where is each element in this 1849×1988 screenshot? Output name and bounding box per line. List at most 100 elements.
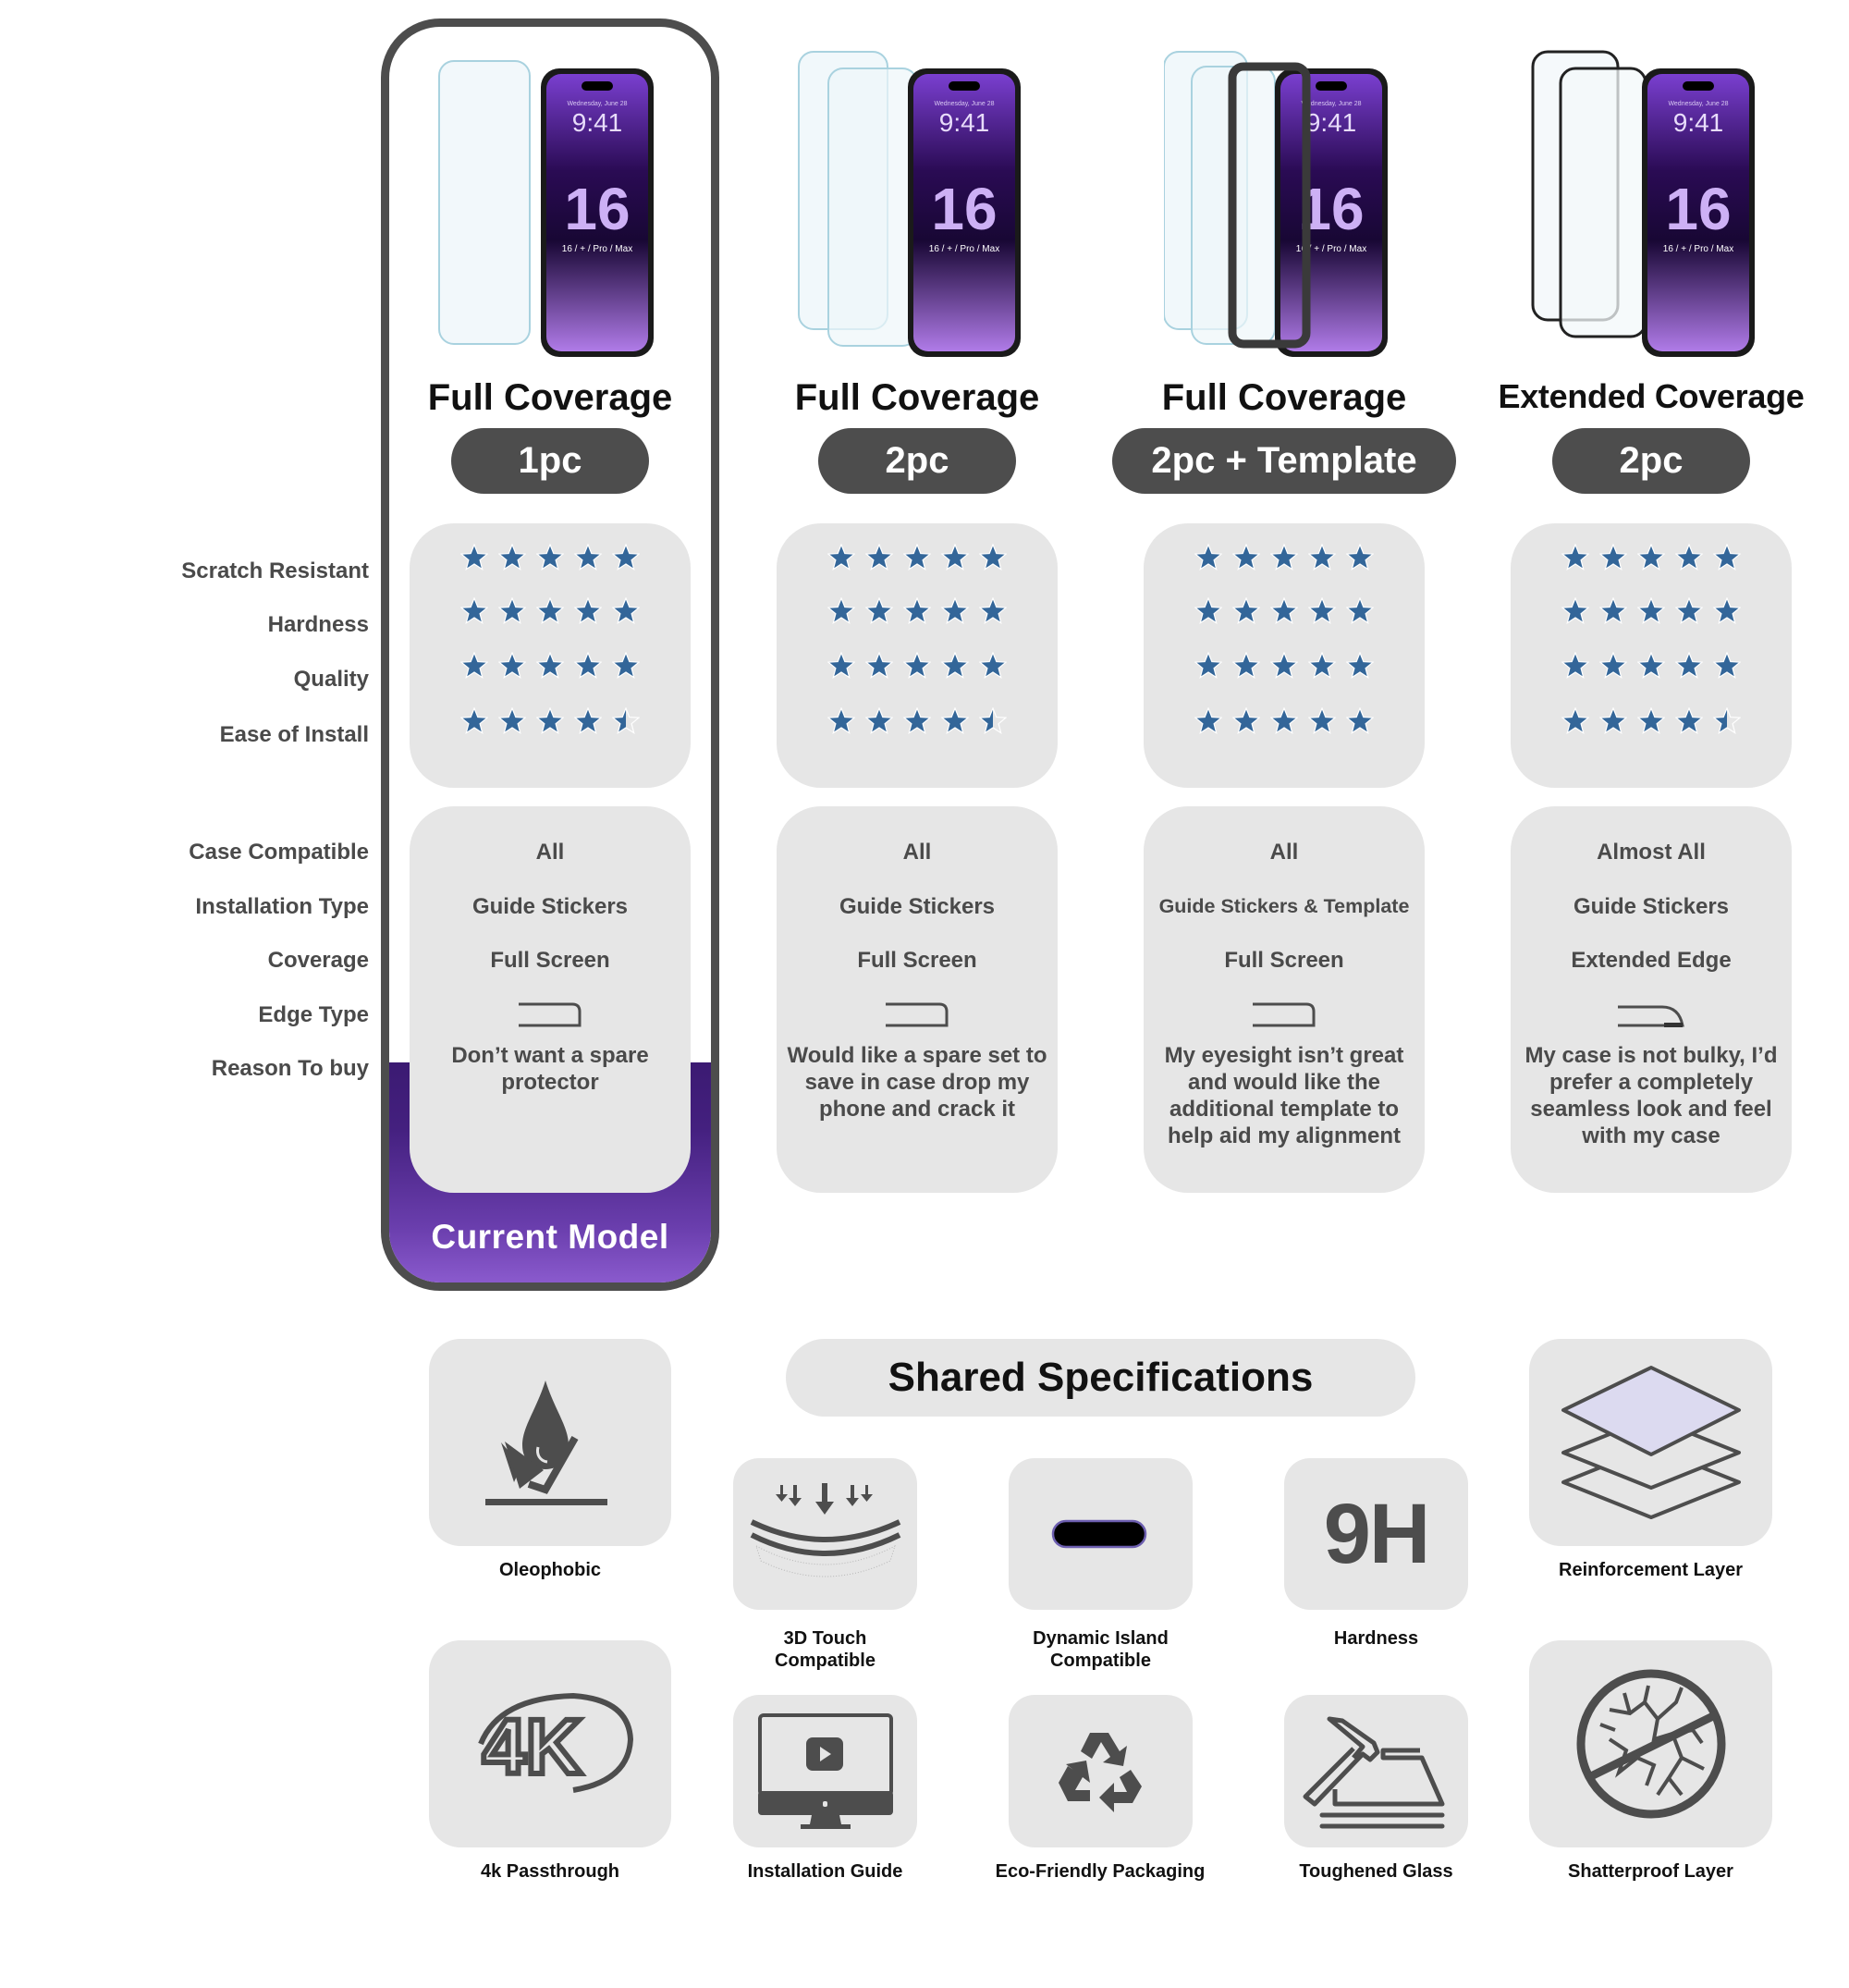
spec-toughened-glass [1284, 1695, 1468, 1847]
star-rating-ease-of-install [410, 707, 691, 735]
detail-reason-to-buy: My eyesight isn’t great and would like t… [1164, 1043, 1404, 1148]
star-filled-icon [574, 544, 602, 571]
flat-edge-icon [1253, 1002, 1316, 1027]
star-filled-icon [1308, 597, 1336, 624]
spec-label-shatterproof: Shatterproof Layer [1568, 1861, 1733, 1882]
star-filled-icon [536, 652, 564, 679]
detail-reason-to-buy: My case is not bulky, I’d prefer a compl… [1525, 1043, 1778, 1148]
detail-case-compatible: All [902, 840, 932, 865]
star-rating-scratch-resistant [410, 544, 691, 571]
detail-installation-type: Guide Stickers [839, 894, 996, 919]
star-filled-icon [460, 544, 488, 571]
flat-edge-icon [886, 1002, 949, 1027]
star-filled-icon [865, 597, 893, 624]
spec-hardness: 9H [1284, 1458, 1468, 1610]
product-image: Wednesday, June 28 9:41 16 16 / + / Pro … [798, 51, 1021, 357]
svg-text:16: 16 [931, 176, 997, 242]
star-filled-icon [1637, 652, 1665, 679]
star-filled-icon [865, 544, 893, 571]
star-filled-icon [941, 652, 969, 679]
label-reason-to-buy: Reason To buy [211, 1056, 369, 1081]
star-rating-hardness [1144, 597, 1425, 625]
star-filled-icon [612, 544, 640, 571]
star-filled-icon [1675, 544, 1703, 571]
no-cracks-icon [1576, 1669, 1725, 1819]
star-filled-icon [1232, 707, 1260, 734]
star-filled-icon [1713, 597, 1741, 624]
nine-h-icon: 9H [1323, 1486, 1431, 1581]
star-rating-quality [410, 652, 691, 680]
product-image: Wednesday, June 28 9:41 16 16 / + / Pro … [438, 60, 654, 357]
star-half-icon [612, 707, 640, 734]
star-filled-icon [536, 544, 564, 571]
star-rating-ease-of-install [1511, 707, 1792, 735]
detail-coverage: Full Screen [857, 948, 977, 973]
detail-reason-to-buy: Would like a spare set to save in case d… [787, 1043, 1047, 1122]
phone: Wednesday, June 28 9:41 16 16 / + / Pro … [908, 68, 1021, 357]
four-k-text: 4K [483, 1703, 582, 1790]
star-filled-icon [1675, 652, 1703, 679]
svg-text:16 / + / Pro / Max: 16 / + / Pro / Max [929, 244, 999, 254]
star-filled-icon [1346, 597, 1374, 624]
monitor-play-icon [757, 1712, 893, 1829]
label-hardness: Hardness [267, 612, 369, 637]
star-filled-icon [1599, 652, 1627, 679]
star-filled-icon [1561, 707, 1589, 734]
star-rating-quality [1511, 652, 1792, 680]
star-filled-icon [1599, 544, 1627, 571]
star-half-icon [1713, 707, 1741, 734]
product-title: Full Coverage [427, 377, 673, 418]
svg-text:Wednesday, June 28: Wednesday, June 28 [934, 101, 994, 107]
label-installation-type: Installation Type [195, 894, 369, 919]
shared-specs-title: Shared Specifications [786, 1339, 1415, 1417]
svg-text:9:41: 9:41 [1673, 108, 1724, 137]
svg-text:Wednesday, June 28: Wednesday, June 28 [1301, 101, 1361, 107]
spec-3d-touch [733, 1458, 917, 1610]
star-filled-icon [1270, 597, 1298, 624]
star-filled-icon [498, 597, 526, 624]
star-filled-icon [941, 544, 969, 571]
spec-label-3d-touch: 3D Touch Compatible [775, 1628, 876, 1671]
four-k-icon: 4K [478, 1692, 634, 1793]
star-filled-icon [1308, 544, 1336, 571]
spec-shatterproof-layer [1529, 1640, 1772, 1847]
svg-text:9:41: 9:41 [1306, 108, 1357, 137]
star-filled-icon [1270, 707, 1298, 734]
ratings-card [1144, 523, 1425, 788]
star-filled-icon [903, 652, 931, 679]
detail-installation-type: Guide Stickers [471, 894, 629, 919]
star-filled-icon [460, 707, 488, 734]
svg-text:16 / + / Pro / Max: 16 / + / Pro / Max [562, 244, 632, 254]
star-filled-icon [536, 597, 564, 624]
star-filled-icon [865, 707, 893, 734]
star-rating-quality [1144, 652, 1425, 680]
star-filled-icon [1194, 597, 1222, 624]
spec-dynamic-island [1009, 1458, 1193, 1610]
product-image-wrap: Wednesday, June 28 9:41 16 16 / + / Pro … [1466, 46, 1836, 361]
star-rating-scratch-resistant [777, 544, 1058, 571]
star-filled-icon [979, 544, 1007, 571]
product-image: Wednesday, June 28 9:41 16 16 / + / Pro … [1164, 51, 1388, 357]
svg-text:16: 16 [1665, 176, 1731, 242]
star-filled-icon [979, 652, 1007, 679]
detail-coverage: Full Screen [490, 948, 610, 973]
hammer-glass-icon [1303, 1716, 1444, 1828]
star-filled-icon [1194, 544, 1222, 571]
spec-label-oleophobic: Oleophobic [499, 1560, 601, 1580]
star-filled-icon [1194, 707, 1222, 734]
label-edge-type: Edge Type [258, 1002, 369, 1027]
product-image-wrap: Wednesday, June 28 9:41 16 16 / + / Pro … [1099, 46, 1469, 361]
star-filled-icon [827, 652, 855, 679]
label-coverage: Coverage [267, 948, 369, 973]
pack-pill: 2pc + Template [1112, 428, 1456, 494]
star-rating-scratch-resistant [1144, 544, 1425, 571]
star-filled-icon [1599, 707, 1627, 734]
current-model-badge: Current Model [431, 1218, 669, 1256]
star-filled-icon [1561, 544, 1589, 571]
ratings-card [1511, 523, 1792, 788]
star-filled-icon [1308, 707, 1336, 734]
star-filled-icon [498, 707, 526, 734]
star-filled-icon [612, 652, 640, 679]
layers-icon [1561, 1366, 1741, 1519]
